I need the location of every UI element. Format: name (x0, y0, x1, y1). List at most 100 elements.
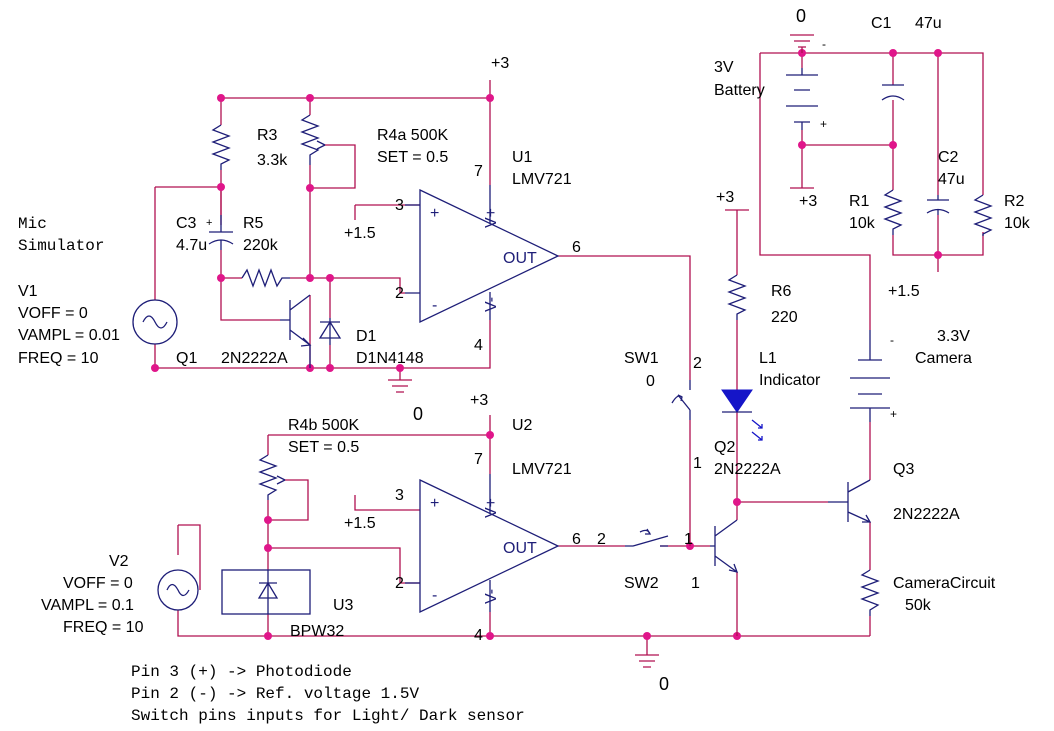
u2-pin-2: 2 (395, 575, 404, 592)
c3-value: 4.7u (176, 237, 207, 254)
c2-capacitor (926, 195, 950, 215)
camera-battery-minus: - (890, 333, 894, 347)
u2-vminus: V- (483, 589, 500, 604)
u2-out-label: OUT (503, 540, 537, 557)
q1-transistor (280, 294, 312, 368)
u1-plus-sign: + (430, 205, 439, 222)
v2-freq: FREQ = 10 (63, 619, 144, 636)
v1-vampl: VAMPL = 0.01 (18, 327, 120, 344)
q2-junction (733, 498, 741, 506)
v2-name: V2 (109, 553, 129, 570)
q3-name: Q3 (893, 461, 914, 478)
u3-name: U3 (333, 597, 354, 614)
battery-plus: + (820, 117, 827, 131)
u1-part: LMV721 (512, 171, 572, 188)
d1-name: D1 (356, 328, 377, 345)
r3-resistor (211, 124, 231, 170)
svg-text:+: + (206, 217, 212, 229)
r1-value: 10k (849, 215, 876, 232)
net-label-gnd-sw1: 0 (646, 373, 655, 390)
net-label-plus3-u2: +3 (470, 392, 488, 409)
sw2-pin-1b: 1 (691, 575, 700, 592)
u2-pin-6: 6 (572, 531, 581, 548)
c2-name: C2 (938, 149, 959, 166)
d1-diode (318, 318, 342, 345)
r3-name: R3 (257, 127, 278, 144)
l1-value: Indicator (759, 372, 821, 389)
u2-pin-4: 4 (474, 627, 483, 644)
sw1-pin-1: 1 (693, 455, 702, 472)
u1-vminus: V- (483, 297, 500, 312)
u3-photodiode (221, 569, 311, 615)
3v-battery (786, 68, 818, 130)
v1-name: V1 (18, 283, 38, 300)
u3-part: BPW32 (290, 623, 344, 640)
sw2-switch[interactable] (625, 528, 669, 547)
l1-name: L1 (759, 350, 777, 367)
q2-name: Q2 (714, 439, 735, 456)
sw1-name: SW1 (624, 350, 659, 367)
c3-capacitor: + (206, 215, 234, 250)
u2-pin-3: 3 (395, 487, 404, 504)
r2-resistor (973, 194, 993, 236)
l1-led (721, 389, 763, 441)
net-label-plus3-r6: +3 (716, 189, 734, 206)
r2-name: R2 (1004, 193, 1025, 210)
r1-name: R1 (849, 193, 870, 210)
r6-resistor (727, 274, 747, 320)
mic-section-wires (154, 80, 691, 380)
u1-pin-7: 7 (474, 163, 483, 180)
q2-part: 2N2222A (714, 461, 781, 478)
q3-part: 2N2222A (893, 506, 960, 523)
photo-section-wires (177, 415, 870, 655)
u2-part: LMV721 (512, 461, 572, 478)
q1-part: 2N2222A (221, 350, 288, 367)
net-label-plus15-u1: +1.5 (344, 225, 376, 242)
u1-pin-3: 3 (395, 197, 404, 214)
sw1-switch[interactable] (671, 380, 691, 420)
gnd-symbol-u1 (388, 379, 412, 393)
u1-name: U1 (512, 149, 533, 166)
battery-gnd-minus: - (822, 37, 826, 51)
camera-name: Camera (915, 350, 972, 367)
u1-out-label: OUT (503, 250, 537, 267)
v1-source (132, 299, 178, 345)
u1-vplus: V+ (483, 208, 500, 228)
d1-part: D1N4148 (356, 350, 424, 367)
c3-name: C3 (176, 215, 197, 232)
r6-name: R6 (771, 283, 792, 300)
net-label-plus15-battery: +1.5 (888, 283, 920, 300)
r5-name: R5 (243, 215, 264, 232)
r3-value: 3.3k (257, 152, 288, 169)
r4b-set: SET = 0.5 (288, 439, 359, 456)
note-line-2: Pin 2 (-) -> Ref. voltage 1.5V (131, 685, 419, 703)
r4a-wiper (316, 140, 326, 150)
v2-voff: VOFF = 0 (63, 575, 133, 592)
note-line-3: Switch pins inputs for Light/ Dark senso… (131, 707, 525, 725)
c1-capacitor (881, 84, 905, 101)
q3-transistor (828, 479, 872, 523)
sw2-pin-2: 2 (597, 531, 606, 548)
gnd-symbol-battery (790, 34, 814, 53)
sw2-name: SW2 (624, 575, 659, 592)
r4b-name: R4b 500K (288, 417, 359, 434)
u1-pin-4: 4 (474, 337, 483, 354)
r4b-potentiometer (258, 454, 278, 500)
c2-value: 47u (938, 171, 965, 188)
u1-pin-6: 6 (572, 239, 581, 256)
c1-name: C1 (871, 15, 892, 32)
net-label-plus3-battery: +3 (799, 193, 817, 210)
r1-resistor (883, 189, 903, 235)
u1-minus-sign: - (432, 297, 437, 314)
note-line-1: Pin 3 (+) -> Photodiode (131, 663, 352, 681)
camera-circuit-resistor (860, 569, 880, 616)
v2-vampl: VAMPL = 0.1 (41, 597, 134, 614)
net-label-gnd-u1: 0 (413, 404, 423, 424)
net-label-plus3-u1: +3 (491, 55, 509, 72)
camera-voltage: 3.3V (937, 328, 970, 345)
r4a-potentiometer (300, 114, 320, 165)
mic-simulator-label-1: Mic (18, 215, 47, 233)
r2-value: 10k (1004, 215, 1031, 232)
sw1-pin-2: 2 (693, 355, 702, 372)
